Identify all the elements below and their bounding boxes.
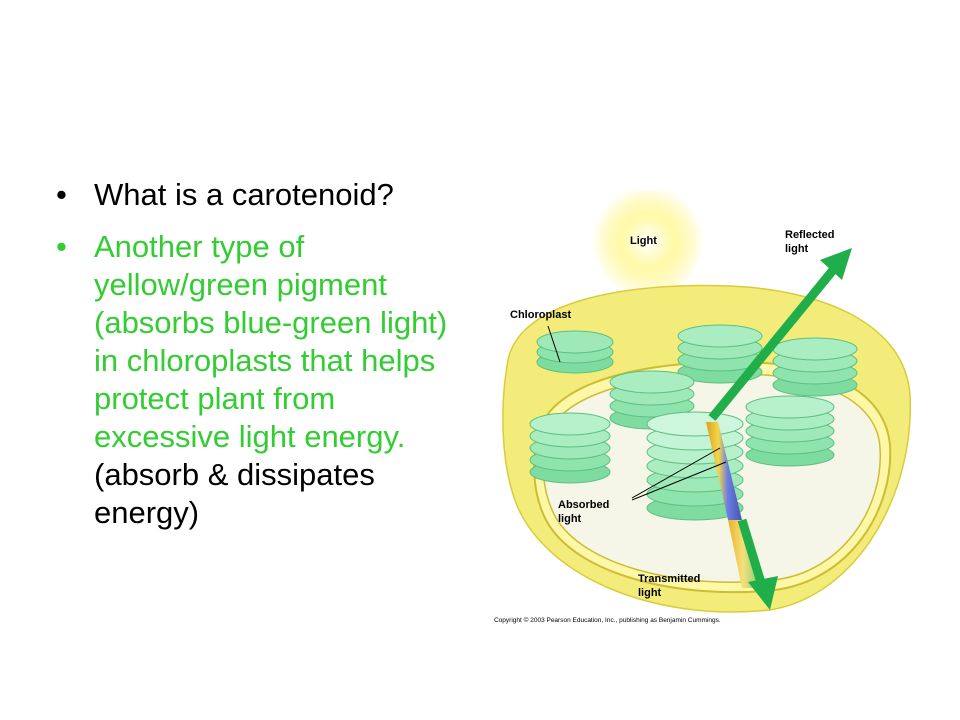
granum — [772, 337, 858, 397]
granum — [677, 324, 763, 384]
bullet-text: Another type of yellow/green pigment (ab… — [94, 229, 448, 454]
bullet-answer: • Another type of yellow/green pigment (… — [56, 228, 476, 532]
absorbed-light-band — [706, 422, 742, 520]
transmitted-light-label-line2: light — [638, 587, 662, 599]
reflected-light-label: Reflected — [785, 229, 835, 241]
bullet-marker: • — [56, 177, 67, 212]
reflected-light-label-line2: light — [785, 243, 809, 255]
grana-stacks — [529, 324, 858, 521]
bullet-tail-text: (absorb & dissipates energy) — [94, 457, 375, 530]
absorbed-leader-line — [631, 461, 727, 501]
transmitted-light-label: Transmitted — [638, 573, 700, 585]
absorbed-leader-line — [631, 447, 721, 499]
chloroplast-label: Chloroplast — [510, 309, 571, 321]
reflected-light-arrow — [708, 248, 852, 421]
granum — [745, 395, 835, 467]
bullet-text: What is a carotenoid? — [94, 177, 394, 212]
chloroplast-figure: Light Reflected light Chloroplast Absorb… — [480, 190, 920, 630]
chloroplast-leader-line — [547, 325, 561, 363]
bullet-marker: • — [56, 229, 67, 264]
copyright-notice: Copyright © 2003 Pearson Education, Inc.… — [494, 616, 721, 624]
absorbed-light-label-line2: light — [558, 513, 582, 525]
granum — [536, 330, 614, 374]
absorbed-light-label: Absorbed — [558, 499, 609, 511]
bullet-question: • What is a carotenoid? — [56, 176, 476, 214]
bullet-list: • What is a carotenoid? • Another type o… — [56, 176, 476, 546]
sun-icon — [592, 190, 704, 298]
chloroplast-diagram: Light Reflected light Chloroplast Absorb… — [494, 190, 912, 624]
light-label: Light — [630, 235, 657, 247]
transmitted-light-arrow — [728, 518, 778, 610]
granum — [529, 412, 611, 484]
